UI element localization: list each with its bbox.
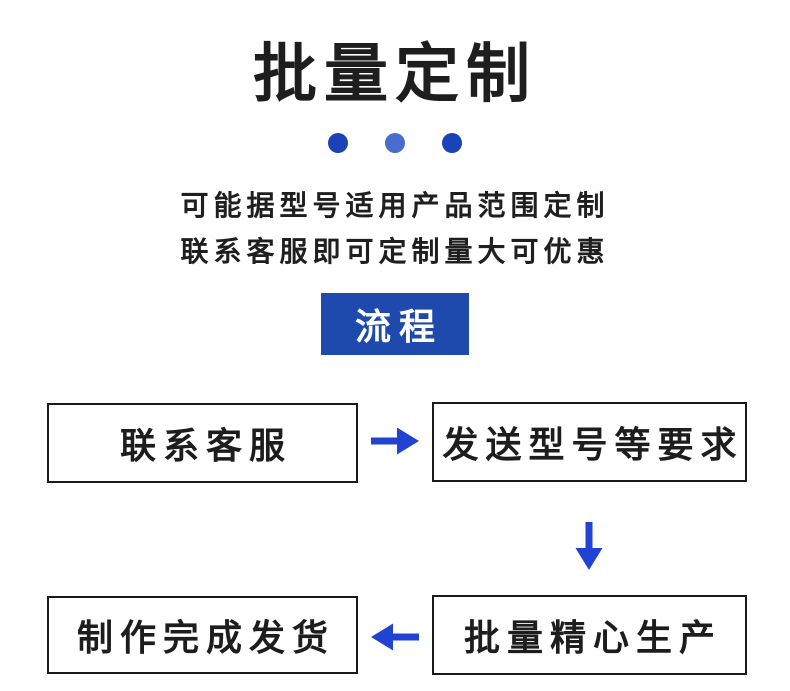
- subtitle-line-1: 可能据型号适用产品范围定制: [180, 190, 610, 221]
- flow-step-finish-and-ship: 制作完成发货: [47, 596, 358, 674]
- subtitle-line-2: 联系客服即可定制量大可优惠: [180, 236, 610, 267]
- subtitle-block: 可能据型号适用产品范围定制 联系客服即可定制量大可优惠: [0, 183, 790, 275]
- flow-step-batch-production: 批量精心生产: [432, 595, 747, 675]
- flow-step-label: 联系客服: [119, 425, 292, 466]
- dot-icon: [442, 133, 462, 153]
- decorative-dots: [0, 133, 790, 153]
- page-title: 批量定制: [253, 38, 537, 110]
- left-arrow-icon: [369, 619, 421, 655]
- dot-icon: [385, 133, 405, 153]
- flow-step-label: 批量精心生产: [463, 617, 722, 658]
- dot-icon: [328, 133, 348, 153]
- right-arrow-icon: [369, 423, 421, 459]
- flow-step-contact-service: 联系客服: [47, 403, 358, 483]
- process-badge: 流程: [321, 293, 469, 355]
- flow-step-send-model-requirements: 发送型号等要求: [432, 402, 747, 482]
- flow-step-label: 发送型号等要求: [442, 424, 744, 465]
- flow-step-label: 制作完成发货: [76, 617, 335, 658]
- down-arrow-icon: [571, 520, 607, 572]
